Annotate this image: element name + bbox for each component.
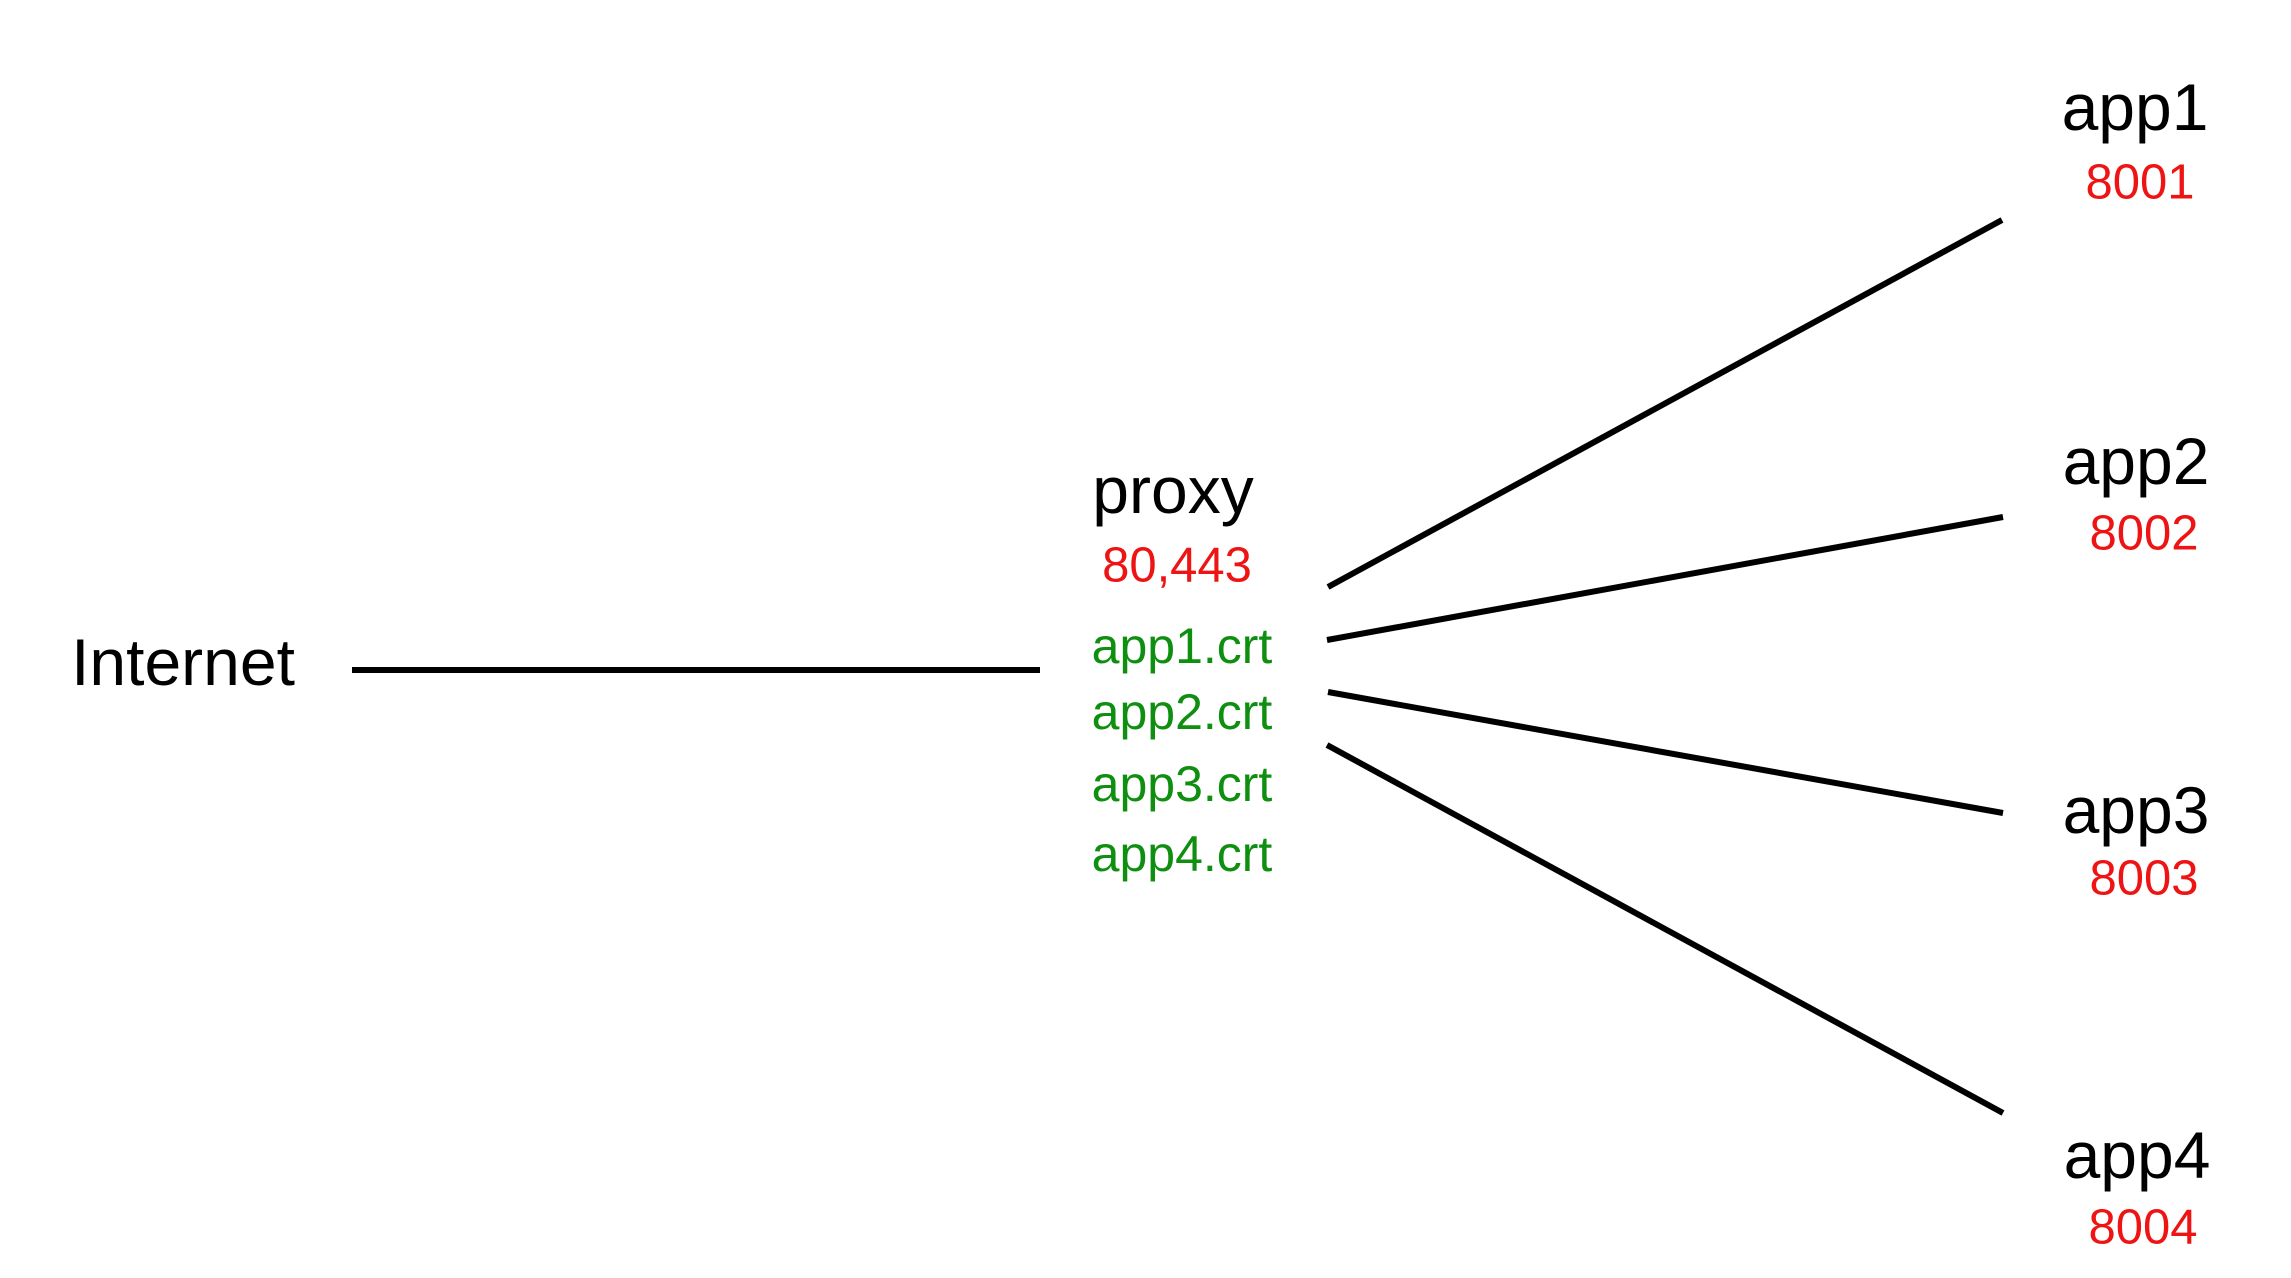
proxy-cert-app2: app2.crt: [1091, 684, 1273, 740]
app1-port-label: 8001: [2085, 155, 2195, 210]
app2-node-label: app2: [2062, 424, 2210, 498]
app3-port-label: 8003: [2089, 851, 2199, 906]
edge-proxy-app4: [1325, 742, 2005, 1116]
proxy-ports-label: 80,443: [1102, 538, 1252, 593]
edge-proxy-app3: [1327, 689, 2004, 816]
proxy-node-label: proxy: [1092, 453, 1254, 527]
proxy-cert-app1: app1.crt: [1091, 618, 1273, 674]
proxy-cert-app4: app4.crt: [1091, 826, 1273, 882]
app4-port-label: 8004: [2088, 1200, 2198, 1255]
proxy-cert-app3: app3.crt: [1091, 756, 1273, 812]
edge-proxy-app1: [1326, 217, 2004, 590]
app4-node-label: app4: [2063, 1118, 2211, 1192]
app2-port-label: 8002: [2089, 506, 2199, 561]
app3-node-label: app3: [2062, 773, 2210, 847]
internet-node-label: Internet: [71, 625, 295, 699]
app1-node-label: app1: [2061, 70, 2209, 144]
edge-proxy-app2: [1326, 514, 2004, 643]
